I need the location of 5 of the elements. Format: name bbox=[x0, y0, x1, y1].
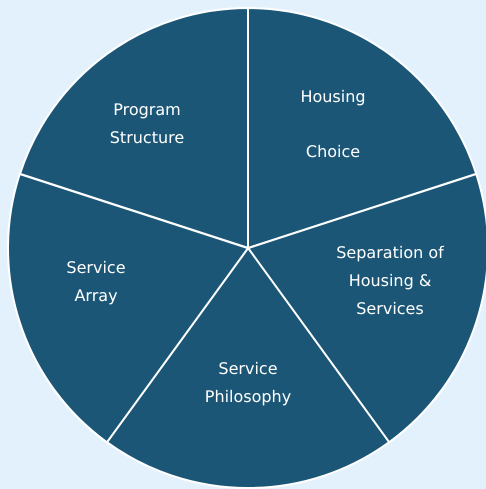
segment-label: Service Array bbox=[65, 256, 127, 307]
segment-label: Separation of Housing & Services bbox=[335, 242, 445, 320]
segment-label: Service Philosophy bbox=[204, 358, 292, 408]
segment-label: Housing Choice bbox=[299, 86, 367, 163]
segment-label: Program Structure bbox=[108, 99, 186, 149]
